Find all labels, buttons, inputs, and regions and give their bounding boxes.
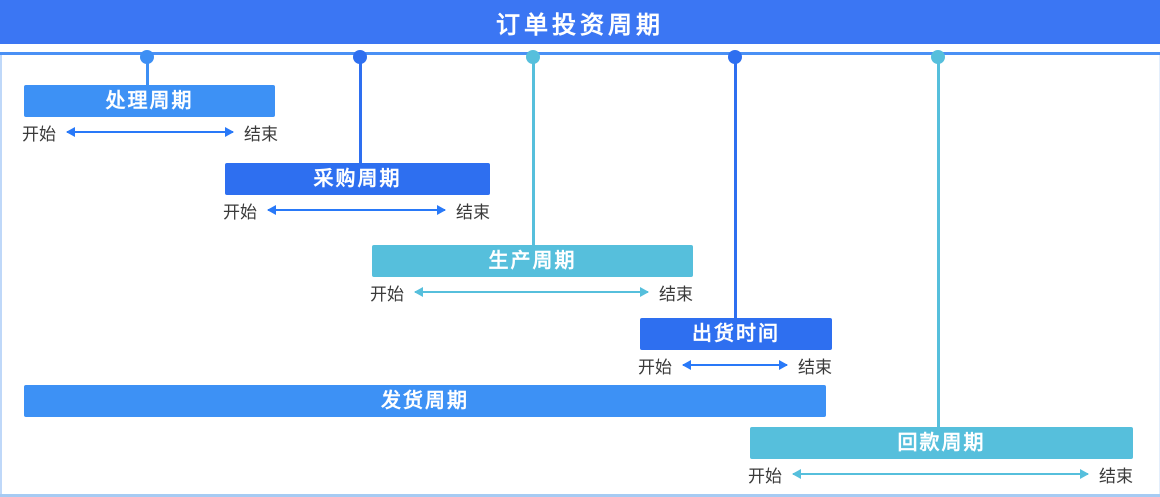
end-label: 结束 [244,124,278,144]
start-label: 开始 [638,357,672,377]
range-row-processing: 开始 结束 [22,122,278,144]
range-row-procurement: 开始 结束 [223,200,490,222]
range-row-production: 开始 结束 [370,282,693,304]
duration-arrow-icon [414,287,649,297]
phase-label: 生产周期 [488,250,577,272]
duration-arrow-icon [66,127,234,137]
start-label: 开始 [370,284,404,304]
page-title: 订单投资周期 [496,11,664,39]
timeline-connector-processing [146,57,149,85]
phase-bar-shipping: 出货时间 [640,318,832,350]
timeline-connector-collection [937,57,940,427]
phase-label: 采购周期 [313,168,402,190]
timeline-connector-production [532,57,535,245]
timeline-connector-shipping [734,57,737,318]
start-label: 开始 [22,124,56,144]
timeline-axis [0,52,1160,55]
phase-bar-delivery: 发货周期 [24,385,826,417]
range-row-shipping: 开始 结束 [638,355,832,377]
phase-label: 回款周期 [897,432,986,454]
end-label: 结束 [659,284,693,304]
phase-label: 处理周期 [105,90,194,112]
timeline-connector-procurement [359,57,362,163]
phase-label: 发货周期 [381,390,469,412]
title-bar: 订单投资周期 [0,0,1160,44]
duration-arrow-icon [682,360,788,370]
left-border [0,55,2,495]
phase-bar-production: 生产周期 [372,245,693,277]
phase-bar-processing: 处理周期 [24,85,275,117]
phase-bar-procurement: 采购周期 [225,163,490,195]
phase-bar-collection: 回款周期 [750,427,1133,459]
bottom-border [0,494,1160,497]
phase-label: 出货时间 [692,323,780,345]
end-label: 结束 [456,202,490,222]
duration-arrow-icon [792,469,1089,479]
end-label: 结束 [1099,466,1133,486]
start-label: 开始 [223,202,257,222]
end-label: 结束 [798,357,832,377]
duration-arrow-icon [267,205,446,215]
range-row-collection: 开始 结束 [748,464,1133,486]
start-label: 开始 [748,466,782,486]
